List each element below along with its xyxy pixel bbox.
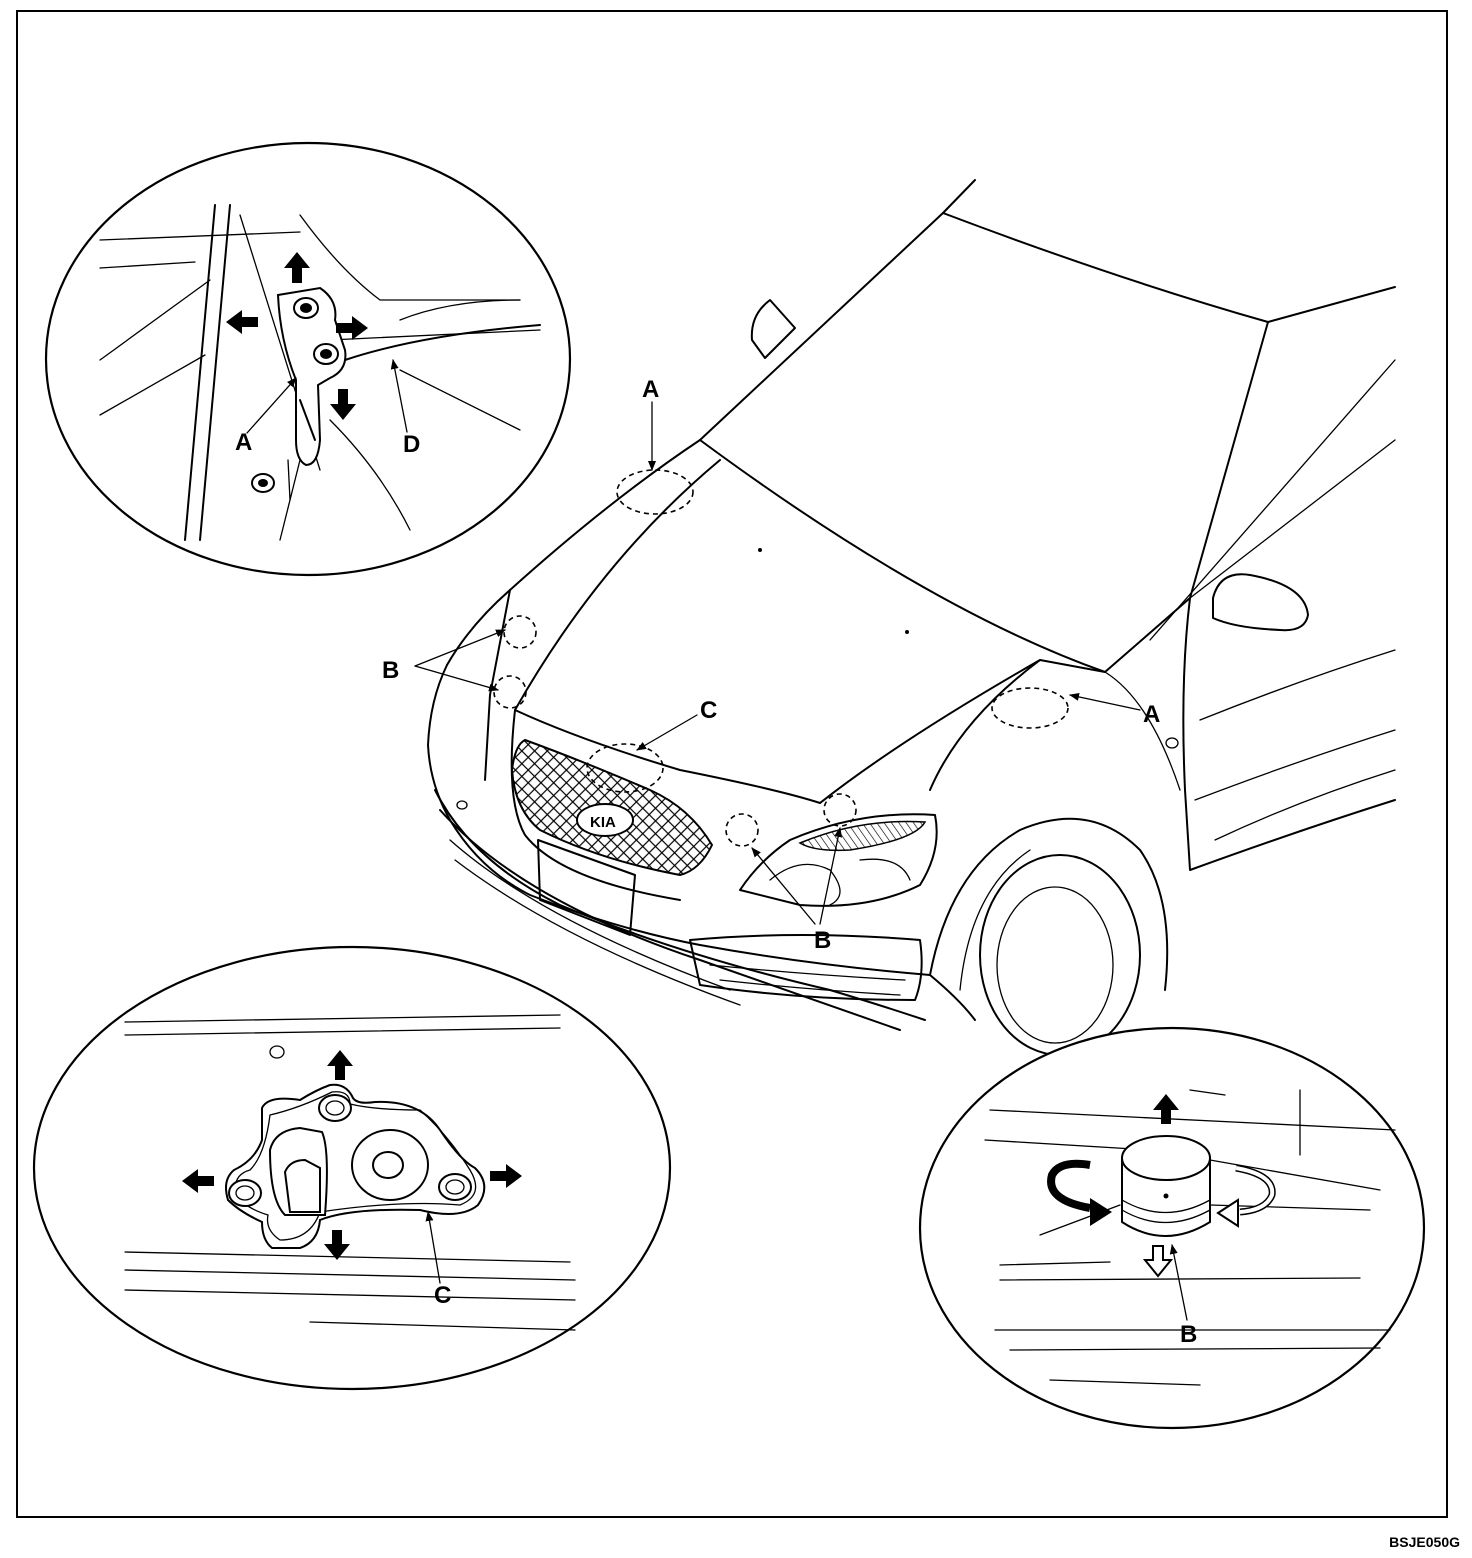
bumper-location-3	[725, 813, 759, 847]
right-headlamp	[739, 813, 938, 907]
detail-hood-latch: C	[32, 945, 672, 1391]
svg-text:KIA: KIA	[590, 814, 616, 831]
leader-lines	[414, 401, 1141, 925]
label-a-top: A	[642, 376, 659, 403]
label-c-main: C	[700, 697, 717, 724]
hinge-location-right	[991, 687, 1069, 729]
detail-hood-hinge: A D	[44, 141, 572, 577]
hood-left-edge	[446, 439, 701, 666]
adjustment-location-markers	[493, 469, 1069, 847]
front-wheel	[979, 854, 1141, 1056]
label-b-bottom: B	[814, 927, 831, 954]
hinge-location-left	[616, 469, 694, 515]
car-body: KIA	[427, 179, 1396, 1056]
right-mirror	[1212, 573, 1309, 632]
figure-code: BSJE050G	[1389, 1534, 1460, 1550]
detail-hood-bumper: B	[918, 1026, 1426, 1430]
bumper-location-2	[493, 675, 527, 709]
label-b-left: B	[382, 657, 399, 684]
kia-emblem	[576, 803, 634, 837]
label-hinge-d: D	[403, 431, 420, 458]
latch-location	[586, 743, 664, 793]
left-mirror	[750, 299, 796, 359]
hood-right-crease	[929, 659, 1041, 791]
bumper-location-1	[503, 615, 537, 649]
license-plate	[537, 839, 636, 936]
windshield-left-pillar	[699, 179, 976, 441]
label-hinge-a: A	[235, 429, 252, 456]
lower-intake	[689, 934, 923, 1001]
hood-rear-edge	[699, 439, 1106, 673]
figure-frame	[16, 10, 1448, 1518]
label-latch-c: C	[434, 1282, 451, 1309]
bumper-location-4	[823, 793, 857, 827]
left-fender-line	[484, 589, 511, 781]
label-a-right: A	[1143, 701, 1160, 728]
label-bumper-b: B	[1180, 1321, 1197, 1348]
